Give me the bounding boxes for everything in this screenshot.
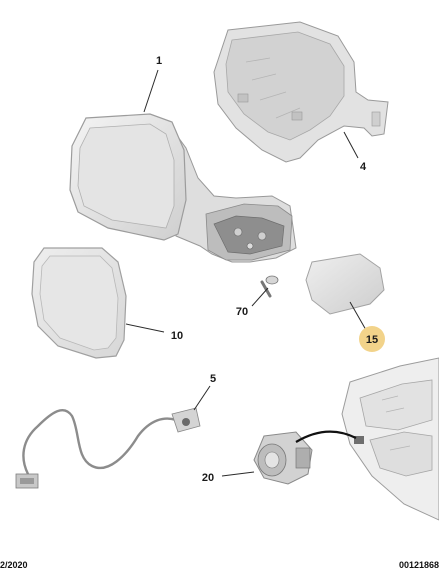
leader-lines bbox=[125, 69, 367, 477]
callout-1: 1 bbox=[156, 55, 162, 67]
callout-20: 20 bbox=[202, 472, 214, 484]
leader-line-5 bbox=[193, 385, 211, 411]
footer-date: 2/2020 bbox=[0, 560, 28, 570]
wiring-harness bbox=[15, 407, 201, 489]
leader-line-10 bbox=[125, 323, 165, 333]
callout-5: 5 bbox=[210, 373, 216, 385]
callout-70: 70 bbox=[236, 306, 248, 318]
leader-line-20 bbox=[221, 471, 255, 477]
mirror-assembly bbox=[69, 113, 297, 263]
callout-10: 10 bbox=[171, 330, 183, 342]
screw bbox=[260, 275, 279, 298]
leader-line-1 bbox=[143, 69, 159, 113]
leader-line-4 bbox=[343, 131, 359, 159]
highlight-badge-15 bbox=[359, 326, 385, 352]
mirror-cap bbox=[305, 253, 385, 315]
leader-line-70 bbox=[251, 287, 269, 307]
callout-4: 4 bbox=[360, 161, 367, 173]
actuator-unit bbox=[253, 431, 313, 485]
mirror-glass bbox=[31, 247, 127, 359]
footer-reference: 00121868 bbox=[399, 560, 439, 570]
dashboard-fragment bbox=[341, 357, 439, 521]
mirror-cover-shell bbox=[213, 21, 389, 163]
leader-line-15 bbox=[349, 301, 367, 331]
connection-line bbox=[295, 430, 357, 443]
callout-15: 15 bbox=[366, 334, 378, 346]
